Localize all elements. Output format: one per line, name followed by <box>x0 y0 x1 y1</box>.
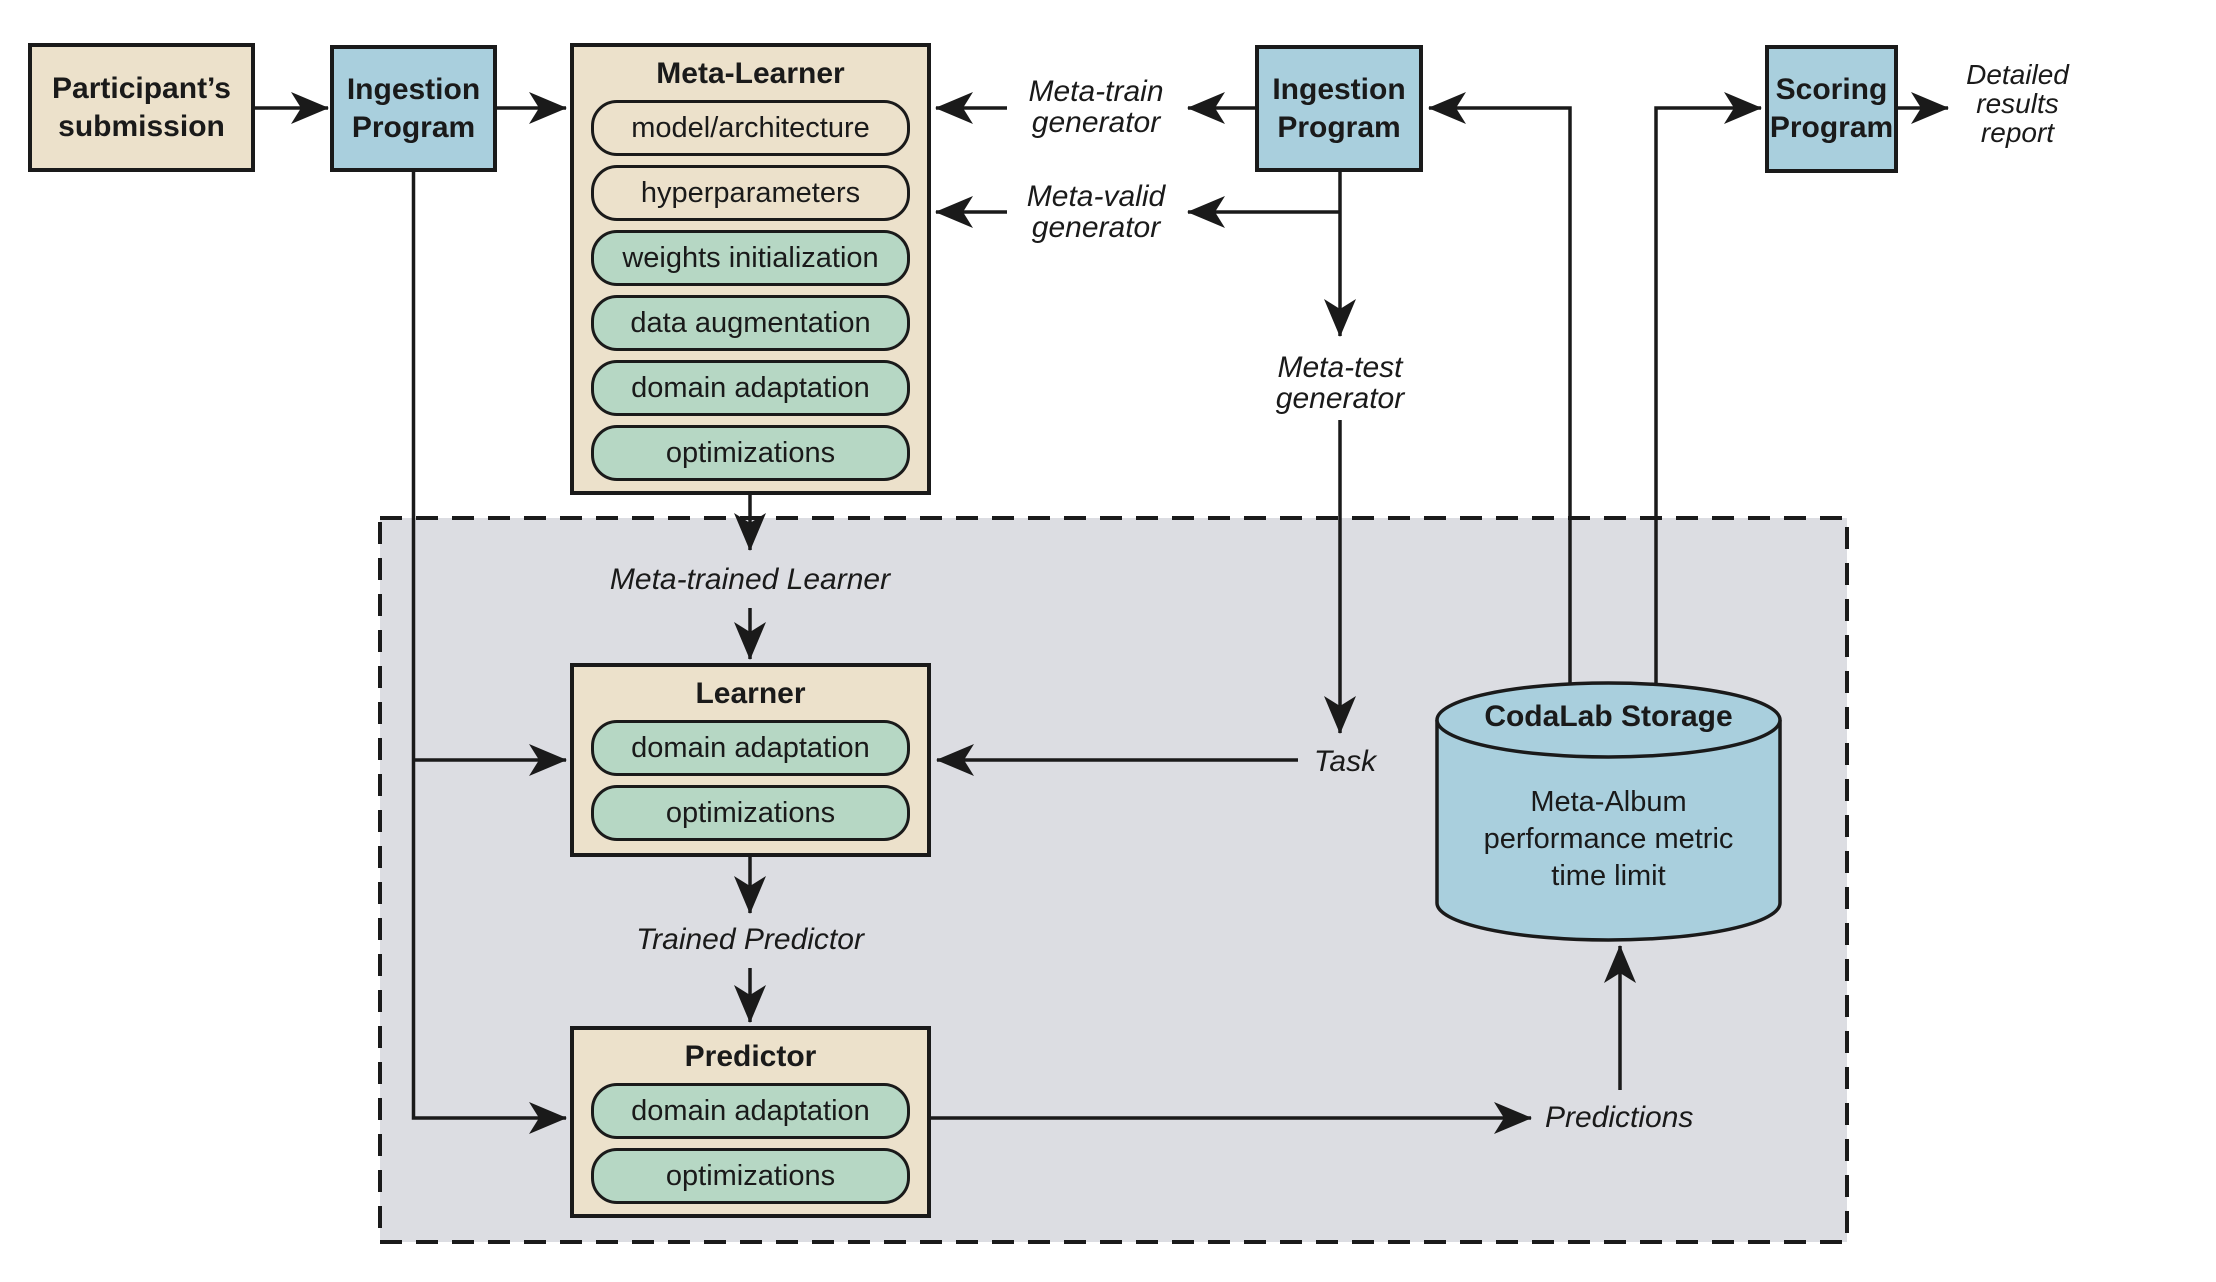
scoring-program-box: Scoring Program <box>1765 45 1898 173</box>
cylinder-top <box>1435 681 1782 759</box>
pill-hyperparameters: hyperparameters <box>591 165 910 221</box>
pill-learner-domain-adaptation: domain adaptation <box>591 720 910 776</box>
pill-weights-initialization: weights initialization <box>591 230 910 286</box>
learner-title: Learner <box>695 676 806 710</box>
arrow-codalab-to-ingestion2 <box>1428 92 1572 710</box>
predictor-box: Predictor domain adaptation optimization… <box>570 1026 931 1218</box>
learner-box: Learner domain adaptation optimizations <box>570 663 931 857</box>
meta-train-generator-label: Meta-train generator <box>1028 75 1164 139</box>
pill-model-architecture: model/architecture <box>591 100 910 156</box>
cylinder-body <box>1435 720 1782 942</box>
ingestion-program-right-box: Ingestion Program <box>1255 45 1423 172</box>
meta-learner-title: Meta-Learner <box>656 56 845 90</box>
trained-predictor-label: Trained Predictor <box>636 923 864 956</box>
pill-predictor-optimizations: optimizations <box>591 1148 910 1204</box>
arrow-ingestion-to-predictor <box>411 172 567 1134</box>
pill-data-augmentation: data augmentation <box>591 295 910 351</box>
meta-learner-box: Meta-Learner model/architecture hyperpar… <box>570 43 931 495</box>
detailed-results-report-label: Detailed results report <box>1966 59 2069 148</box>
pill-optimizations: optimizations <box>591 425 910 481</box>
ingestion-program-left-box: Ingestion Program <box>330 45 497 172</box>
pill-domain-adaptation: domain adaptation <box>591 360 910 416</box>
participant-submission-box: Participant’s submission <box>28 43 255 172</box>
predictions-label: Predictions <box>1545 1101 1694 1134</box>
meta-test-generator-label: Meta-test generator <box>1275 351 1405 415</box>
pill-learner-optimizations: optimizations <box>591 785 910 841</box>
codalab-storage-contents: Meta-Album performance metric time limit <box>1483 786 1734 892</box>
meta-valid-generator-label: Meta-valid generator <box>1026 180 1166 244</box>
codalab-storage-title: CodaLab Storage <box>1484 700 1733 733</box>
predictor-title: Predictor <box>684 1039 817 1073</box>
pill-predictor-domain-adaptation: domain adaptation <box>591 1083 910 1139</box>
arrow-codalab-to-scoring <box>1654 92 1762 710</box>
meta-trained-learner-label: Meta-trained Learner <box>609 563 891 596</box>
codalab-storage-cylinder <box>1435 681 1782 942</box>
task-label: Task <box>1313 745 1377 778</box>
